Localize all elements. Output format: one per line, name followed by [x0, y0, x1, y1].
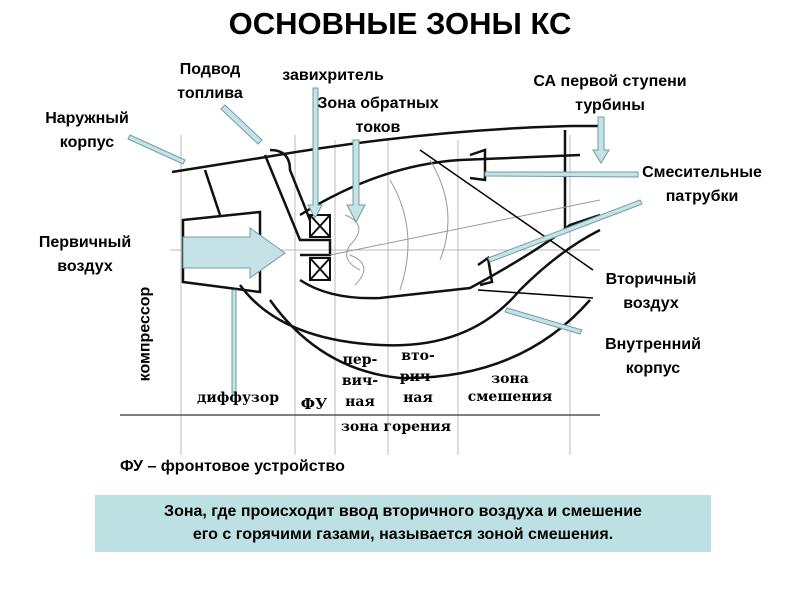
pointer-arrows	[127, 87, 643, 396]
definition-line-1: Зона, где происходит ввод вторичного воз…	[164, 503, 642, 520]
primary-air-arrow	[182, 227, 286, 279]
leader-lines	[419, 149, 594, 299]
definition-line-2: его с горячими газами, называется зоной …	[192, 526, 614, 543]
swirler-arrow	[307, 87, 323, 220]
diffuser-arrow	[231, 289, 237, 396]
page-title: ОСНОВНЫЕ ЗОНЫ КС	[228, 6, 572, 41]
label-swirler: завихритель	[282, 67, 384, 84]
zone-diffuser: диффузор	[197, 390, 279, 406]
label-compressor: компрессор	[136, 286, 154, 382]
zone-combustion: зона горения	[340, 419, 452, 435]
combustor-outline	[171, 124, 601, 380]
definition-box: Зона, где происходит ввод вторичного воз…	[95, 495, 711, 552]
zone-secondary: вто-рич-ная	[399, 348, 437, 406]
turbine-arrow	[592, 116, 610, 164]
inner-casing-arrow	[504, 307, 583, 335]
zone-primary: пер-вич-ная	[341, 352, 379, 410]
reverse-flow-arrow	[346, 139, 366, 224]
outer-casing-arrow	[127, 134, 186, 165]
fu-note: ФУ – фронтовое устройство	[120, 458, 345, 475]
secondary-air-arrow	[487, 199, 643, 263]
zone-fu: ФУ	[300, 395, 328, 413]
fuel-arrow	[220, 104, 263, 145]
mixing-nozzle-arrow	[484, 171, 639, 178]
swirler-icon	[309, 214, 331, 281]
